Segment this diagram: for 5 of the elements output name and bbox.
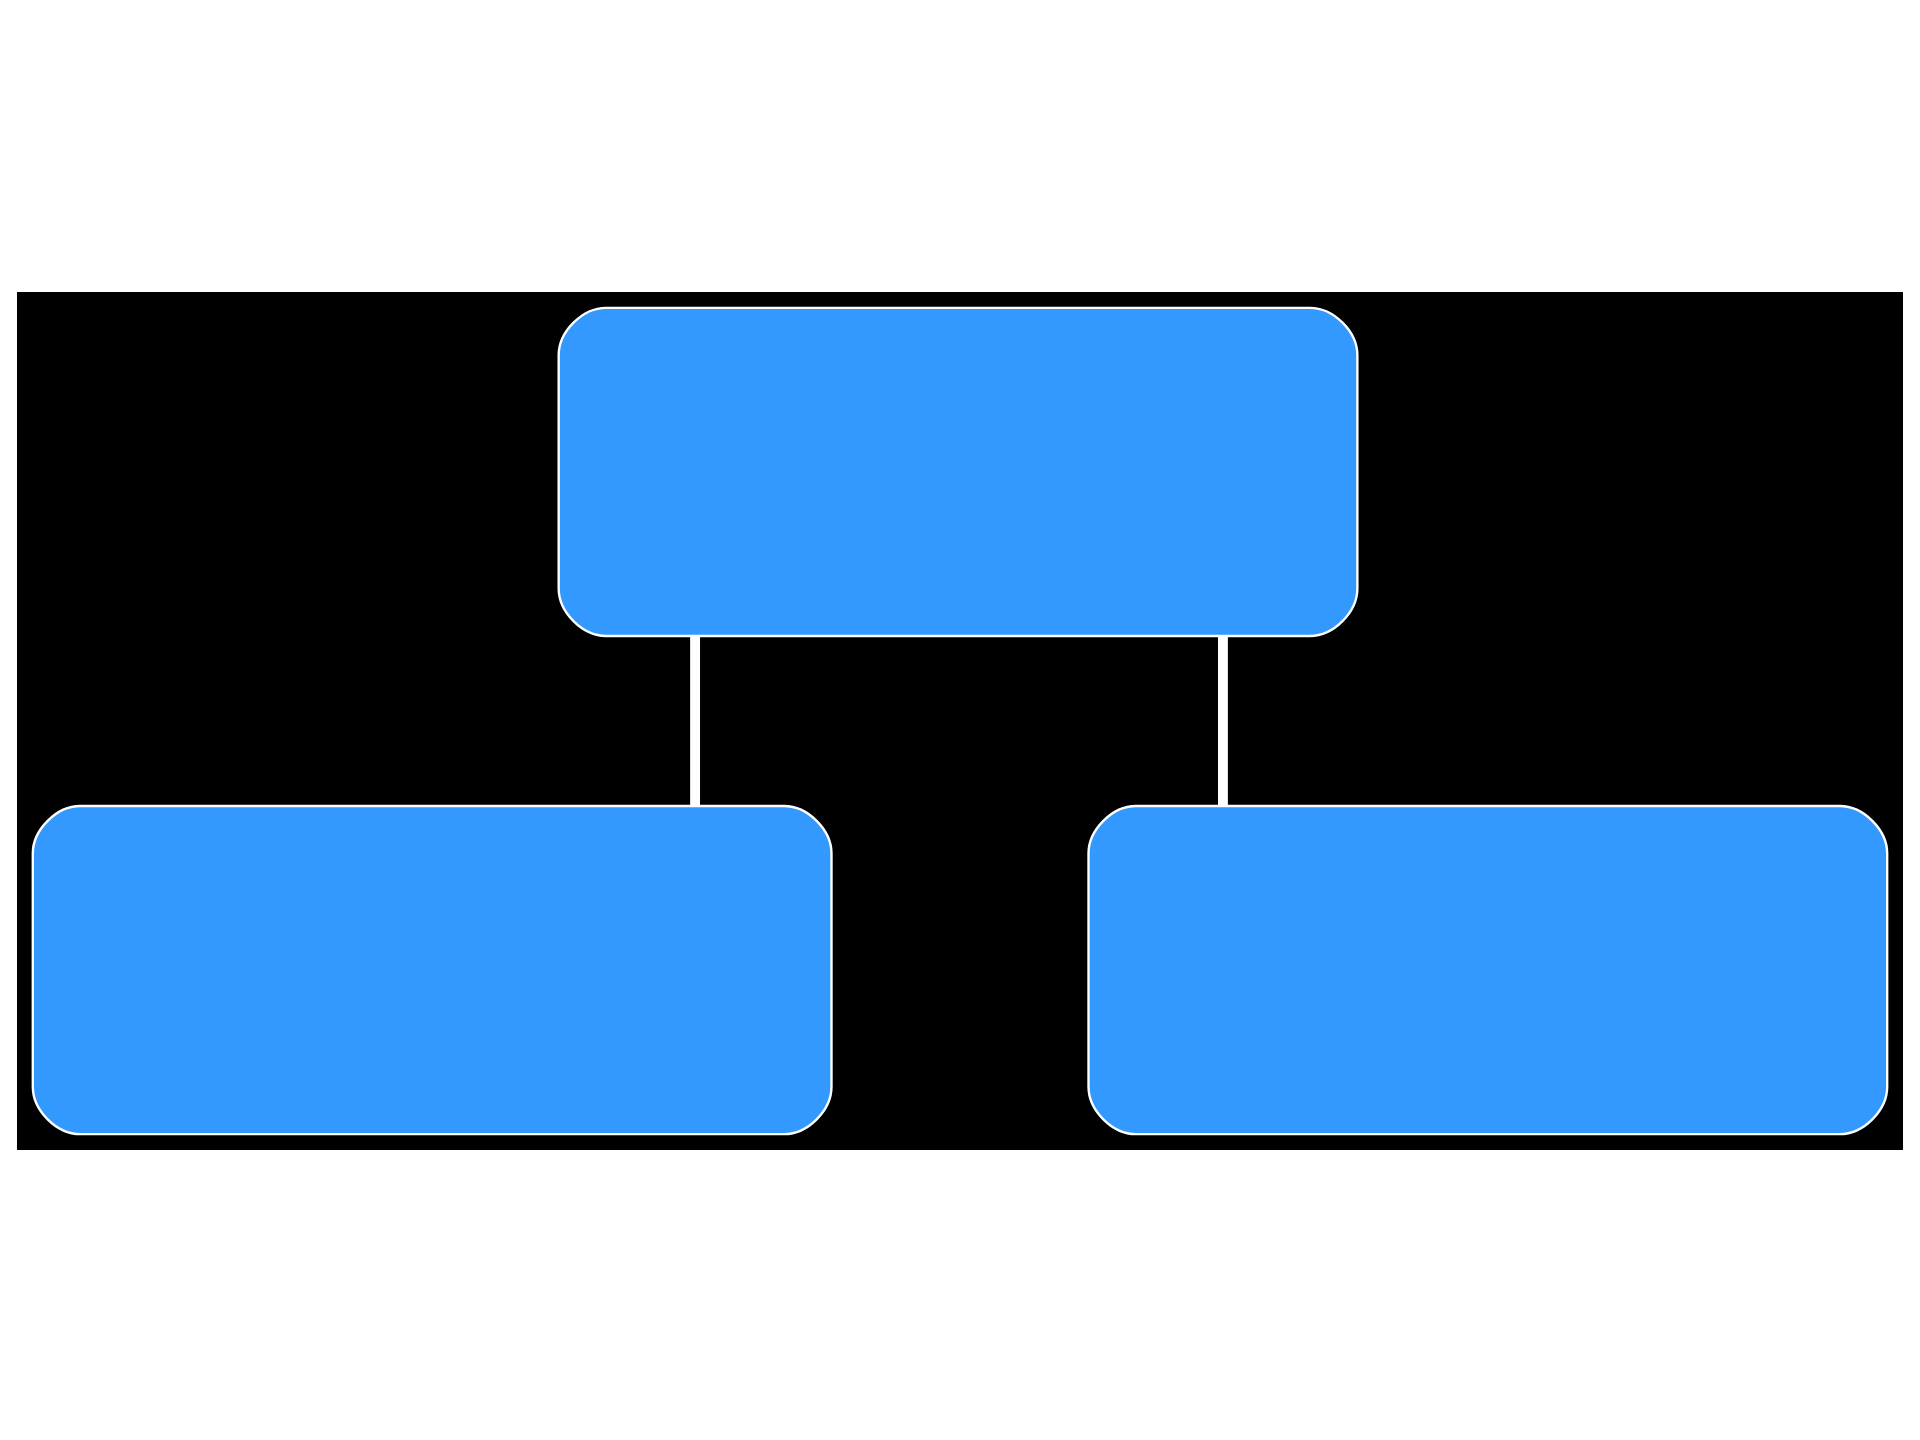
node-box xyxy=(1087,803,1889,1135)
node-box xyxy=(31,803,833,1135)
node-box xyxy=(557,305,1359,637)
connector xyxy=(1218,635,1228,805)
connector xyxy=(690,635,701,805)
